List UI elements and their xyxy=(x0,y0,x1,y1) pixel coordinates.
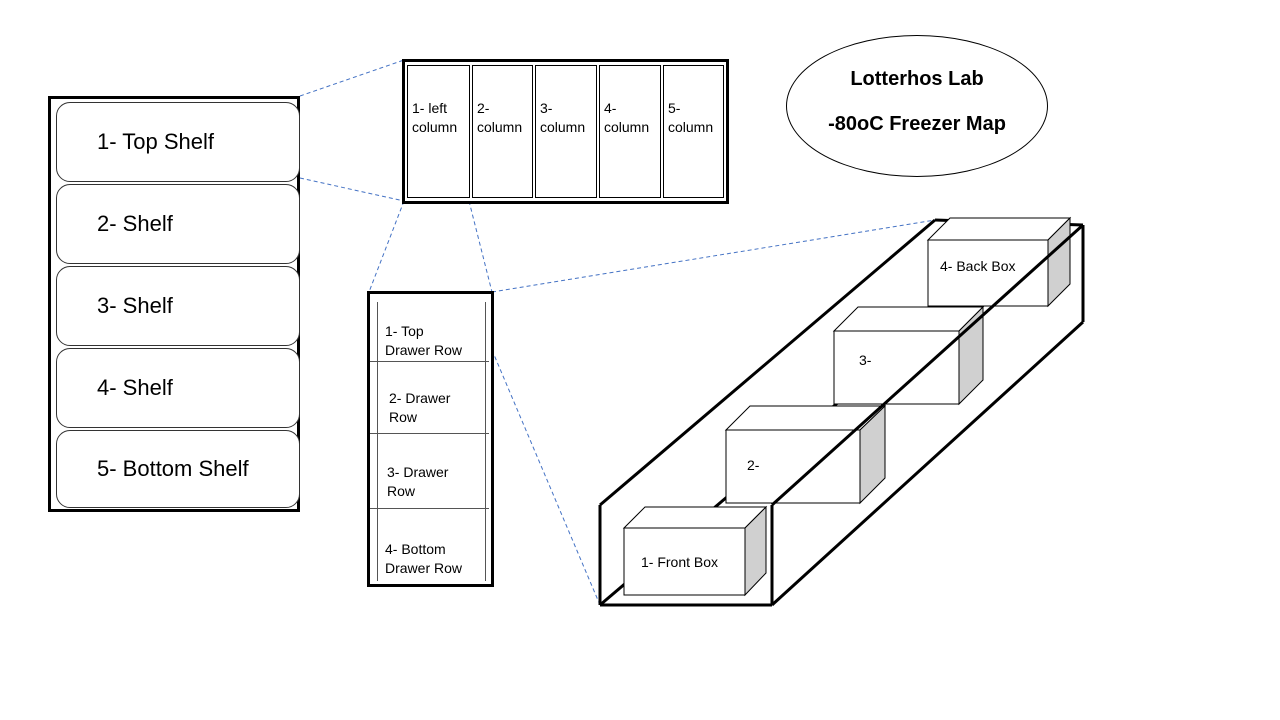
shelf-5-label: 5- Bottom Shelf xyxy=(97,456,249,481)
box-2 xyxy=(724,404,887,505)
connector-shelf-to-columns-top xyxy=(299,59,405,97)
column-4-label: 4-column xyxy=(604,100,650,135)
shelf-4-label: 4- Shelf xyxy=(97,375,173,400)
shelf-2[interactable]: 2- Shelf xyxy=(56,184,300,264)
column-3-label: 3-column xyxy=(540,100,586,135)
box-3 xyxy=(832,305,985,406)
drawer-divider xyxy=(370,433,489,434)
shelf-1-label: 1- Top Shelf xyxy=(97,129,215,154)
column-5[interactable]: 5-column xyxy=(663,65,724,198)
drawer-right-inner-line xyxy=(485,302,486,581)
shelf-3-label: 3- Shelf xyxy=(97,293,173,318)
box-4-label: 4- Back Box xyxy=(940,258,1016,274)
box-2-label: 2- xyxy=(747,457,760,473)
shelf-4[interactable]: 4- Shelf xyxy=(56,348,300,428)
drawer-divider xyxy=(370,508,489,509)
drawer-left-inner-line xyxy=(377,302,378,581)
map-title: -80oC Freezer Map xyxy=(828,113,1006,135)
connector-shelf-to-columns-bottom xyxy=(299,177,405,202)
box-1-label: 1- Front Box xyxy=(641,554,719,570)
connector-drawer-to-rack-top xyxy=(491,219,936,293)
column-3[interactable]: 3-column xyxy=(535,65,597,198)
connector-lines xyxy=(299,59,936,606)
lab-title: Lotterhos Lab xyxy=(850,68,984,90)
shelf-3[interactable]: 3- Shelf xyxy=(56,266,300,346)
shelf-1[interactable]: 1- Top Shelf xyxy=(56,102,300,182)
connector-column-to-drawer-left xyxy=(368,200,405,293)
column-4[interactable]: 4-column xyxy=(599,65,661,198)
shelf-5[interactable]: 5- Bottom Shelf xyxy=(56,430,300,508)
column-5-label: 5-column xyxy=(668,100,714,135)
drawer-divider xyxy=(370,361,489,362)
box-1-front xyxy=(622,505,768,597)
rack-3d-front xyxy=(770,223,1085,605)
connector-column-to-drawer-right xyxy=(468,200,493,293)
column-2-label: 2-column xyxy=(477,100,523,135)
connector-drawer-to-rack-bottom xyxy=(491,349,601,606)
box-3-label: 3- xyxy=(859,352,872,368)
freezer-shelves-panel: 1- Top Shelf 2- Shelf 3- Shelf 4- Shelf … xyxy=(48,96,300,512)
title-ellipse: Lotterhos Lab -80oC Freezer Map xyxy=(786,35,1048,177)
column-2[interactable]: 2-column xyxy=(472,65,533,198)
shelf-2-label: 2- Shelf xyxy=(97,211,173,236)
